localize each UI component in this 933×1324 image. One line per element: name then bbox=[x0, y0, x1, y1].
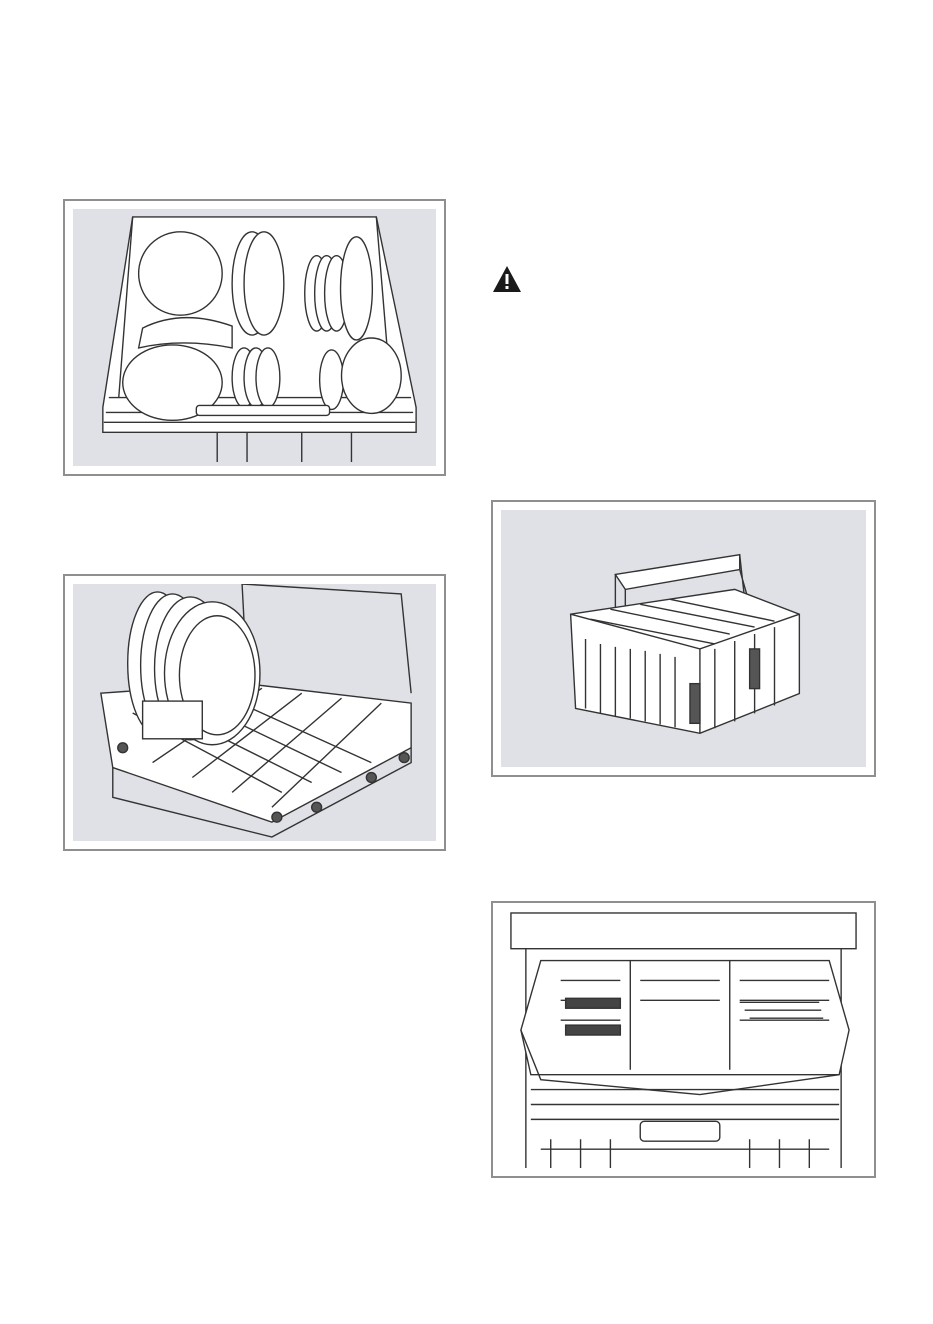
lower-rack-figure bbox=[63, 574, 446, 851]
lower-rack-icon bbox=[73, 584, 436, 841]
figure-panel bbox=[73, 584, 436, 841]
figure-panel bbox=[73, 209, 436, 466]
cutlery-basket-icon bbox=[501, 510, 866, 767]
figure-panel bbox=[501, 510, 866, 767]
figure-panel bbox=[501, 911, 866, 1168]
cutlery-drawer-icon bbox=[501, 911, 866, 1168]
cutlery-basket-figure bbox=[491, 500, 876, 777]
warning-triangle-icon bbox=[492, 265, 522, 293]
upper-rack-icon bbox=[73, 209, 436, 466]
upper-rack-figure bbox=[63, 199, 446, 476]
cutlery-drawer-figure bbox=[491, 901, 876, 1178]
